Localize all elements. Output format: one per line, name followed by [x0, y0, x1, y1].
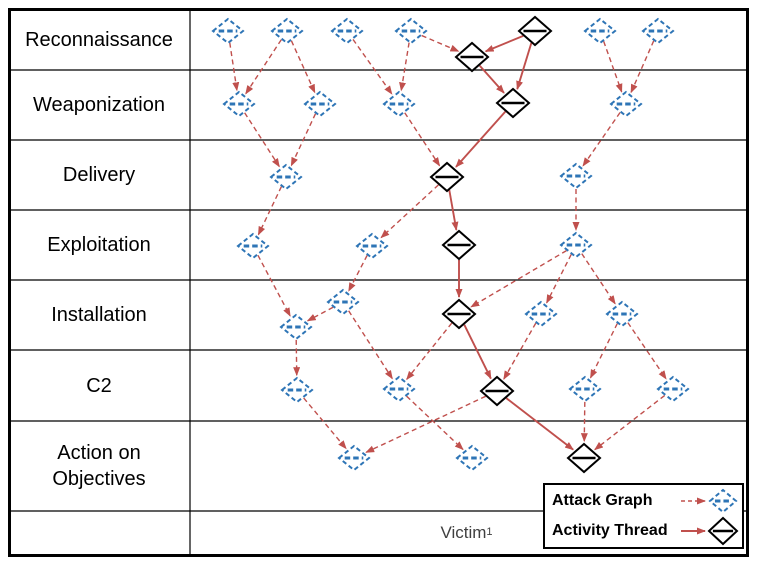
legend-dashed-arrow-icon — [681, 488, 738, 514]
attack-graph-node — [280, 376, 314, 404]
legend-item-activity-thread: Activity Thread — [552, 516, 739, 546]
row-label-c2: C2 — [86, 374, 112, 397]
attack-graph-node — [609, 90, 643, 118]
activity-thread-node — [441, 229, 477, 261]
attack-graph-node — [605, 300, 639, 328]
attack-graph-node — [382, 90, 416, 118]
attack-graph-node — [641, 17, 675, 45]
legend-label: Attack Graph — [552, 492, 653, 509]
legend-item-attack-graph: Attack Graph — [552, 486, 739, 516]
attack-graph-edge — [245, 39, 282, 95]
attack-graph-edge — [244, 112, 280, 168]
attack-graph-node — [524, 300, 558, 328]
attack-graph-edge — [380, 184, 439, 239]
row-label-installation: Installation — [51, 304, 147, 326]
attack-graph-node — [559, 231, 593, 259]
activity-thread-edge — [505, 397, 574, 451]
victim-name: Victim — [440, 522, 487, 542]
attack-graph-node — [559, 162, 593, 190]
attack-graph-node — [455, 444, 489, 472]
attack-graph-edge — [627, 322, 667, 380]
attack-graph-edge — [582, 112, 621, 167]
attack-graph-edge — [257, 254, 291, 317]
victim-subscript: 1 — [486, 526, 493, 538]
attack-graph-node — [355, 232, 389, 260]
attack-graph-edge — [503, 322, 537, 380]
row-label-reconnaissance: Reconnaissance — [25, 29, 173, 51]
attack-graph-edge — [603, 41, 623, 93]
attack-graph-edge — [580, 401, 588, 443]
row-label-action-on-objectives: Action on Objectives — [52, 442, 146, 490]
attack-graph-node — [236, 232, 270, 260]
attack-graph-node — [337, 444, 371, 472]
attack-graph-node — [330, 17, 364, 45]
attack-graph-edge — [303, 397, 347, 450]
attack-graph-edge — [290, 40, 316, 94]
attack-graph-node — [326, 288, 360, 316]
activity-thread-node — [429, 161, 465, 193]
row-label-weaponization: Weaponization — [33, 94, 165, 116]
attack-graph-edge — [546, 254, 572, 304]
attack-graph-node — [222, 90, 256, 118]
attack-graph-node — [708, 488, 738, 514]
table-frame — [8, 8, 749, 557]
attack-graph-edge — [594, 394, 666, 451]
activity-thread-edge — [455, 110, 507, 168]
activity-thread-node — [517, 15, 553, 47]
attack-graph-edge — [404, 112, 441, 167]
attack-graph-node — [568, 375, 602, 403]
attack-graph-edge — [406, 322, 453, 381]
activity-thread-edge — [484, 34, 524, 53]
attack-graph-node — [269, 163, 303, 191]
legend-solid-arrow-icon — [681, 516, 739, 546]
attack-graph-edge — [257, 186, 283, 236]
attack-graph-edge — [293, 339, 301, 377]
attack-graph-edge — [406, 395, 464, 451]
attack-graph-edge — [290, 113, 317, 167]
activity-thread-node — [707, 516, 739, 546]
attack-graph-node — [211, 17, 245, 45]
activity-thread-edge — [463, 324, 492, 380]
row-label-exploitation: Exploitation — [47, 234, 151, 256]
attack-graph-node — [270, 17, 304, 45]
attack-graph-edge — [365, 395, 486, 453]
attack-graph-edge — [348, 255, 368, 292]
attack-graph-node — [303, 90, 337, 118]
activity-thread-edge — [478, 64, 505, 94]
attack-graph-edge — [348, 310, 393, 380]
activity-thread-node — [454, 41, 490, 73]
activity-thread-node — [479, 375, 515, 407]
activity-thread-node — [566, 442, 602, 474]
attack-graph-node — [382, 375, 416, 403]
attack-graph-edge — [421, 34, 460, 52]
activity-thread-node — [495, 87, 531, 119]
attack-graph-node — [394, 17, 428, 45]
legend-label: Activity Thread — [552, 522, 668, 539]
activity-thread-node — [441, 298, 477, 330]
attack-graph-edge — [470, 249, 567, 308]
attack-graph-edge — [352, 39, 393, 95]
attack-graph-edge — [306, 306, 334, 322]
attack-graph-edge — [630, 40, 655, 94]
activity-thread-edge — [516, 42, 533, 91]
attack-graph-node — [583, 17, 617, 45]
activity-thread-edge — [448, 189, 459, 231]
attack-graph-edge — [589, 323, 618, 379]
attack-graph-node — [656, 375, 690, 403]
attack-graph-node — [279, 313, 313, 341]
row-label-delivery: Delivery — [62, 164, 136, 186]
attack-graph-edge — [581, 253, 616, 305]
